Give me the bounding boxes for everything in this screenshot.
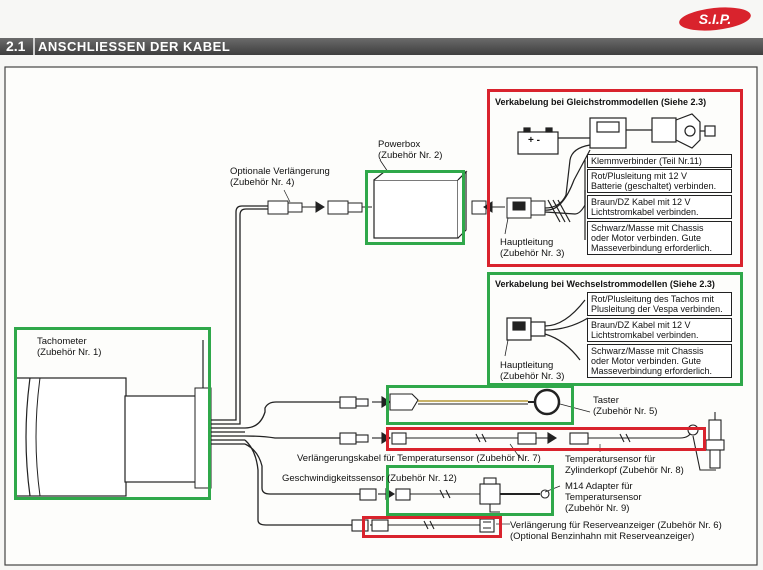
ext-optional-acc-label: (Zubehör Nr. 4) [230, 177, 295, 188]
speed-sensor-highlight-frame [386, 465, 554, 516]
reserve-label: Verlängerung für Reserveanzeiger (Zubehö… [510, 520, 722, 531]
main-lead-label: Hauptleitung [500, 237, 554, 248]
ac-panel-wiring [504, 299, 589, 361]
dc-red-line1: Rot/Plusleitung mit 12 V [591, 171, 688, 181]
main-lead-2-acc-label: (Zubehör Nr. 3) [500, 371, 565, 382]
powerbox-highlight-frame [365, 170, 465, 245]
dc-highlight-frame [487, 89, 743, 267]
dc-black-line3: Masseverbindung erforderlich. [591, 243, 713, 253]
section-header-bar [0, 38, 763, 55]
temp-ext-label: Verlängerungskabel für Temperatursensor … [297, 453, 541, 464]
logo-text: S.I.P. [699, 11, 731, 27]
powerbox-to-main-lead [471, 197, 546, 235]
taster-acc-label: (Zubehör Nr. 5) [593, 406, 658, 417]
reserve-label-2: (Optional Benzinhahn mit Reserveanzeiger… [510, 531, 695, 542]
ac-black-line2: oder Motor verbinden. Gute [591, 356, 702, 366]
main-lead-acc-label: (Zubehör Nr. 3) [500, 248, 565, 259]
temperature-highlight-frame [386, 427, 706, 451]
section-number: 2.1 [6, 38, 26, 54]
taster-cable [339, 388, 561, 416]
sip-logo: S.I.P. [679, 7, 751, 31]
taster-highlight-frame [386, 385, 574, 425]
m14-label-2: Temperatursensor [565, 492, 642, 503]
section-separator [33, 38, 35, 55]
m14-label: M14 Adapter für [565, 481, 633, 492]
speed-sensor-label: Geschwindigkeitssensor (Zubehör Nr. 12) [282, 473, 457, 484]
dc-black-line2: oder Motor verbinden. Gute [591, 233, 702, 243]
dc-black-line1: Schwarz/Masse mit Chassis [591, 223, 704, 233]
main-lead-2-label: Hauptleitung [500, 360, 554, 371]
ac-red-line1: Rot/Plusleitung des Tachos mit [591, 294, 714, 304]
section-title: ANSCHLIESSEN DER KABEL [38, 39, 231, 54]
dc-clamp-text: Klemmverbinder (Teil Nr.11) [591, 156, 702, 166]
ac-highlight-frame [487, 272, 743, 386]
optional-extension-connectors [267, 200, 372, 215]
dc-clamp-note: Klemmverbinder (Teil Nr.11) [587, 154, 732, 168]
battery-sign: + - [528, 135, 540, 146]
dc-panel-title: Verkabelung bei Gleichstrommodellen (Sie… [495, 97, 707, 107]
ac-panel-title: Verkabelung bei Wechselstrommodellen (Si… [495, 279, 715, 289]
speed-sensor-cable [359, 477, 550, 513]
reserve-highlight-frame [362, 516, 502, 538]
dc-panel-wiring [517, 113, 716, 240]
powerbox-acc-label: (Zubehör Nr. 2) [378, 150, 443, 161]
temp-sensor-label: Temperatursensor für [565, 454, 656, 465]
ac-red-line2: Plusleitung der Vespa verbinden. [591, 304, 723, 314]
dc-brown-line1: Braun/DZ Kabel mit 12 V [591, 197, 691, 207]
dc-brown-line2: Lichtstromkabel verbinden. [591, 207, 699, 217]
ac-black-line3: Masseverbindung erforderlich. [591, 366, 713, 376]
ac-brown-line1: Braun/DZ Kabel mit 12 V [591, 320, 691, 330]
taster-label: Taster [593, 395, 619, 406]
ext-optional-label: Optionale Verlängerung [230, 166, 330, 177]
tachometer-acc-label: (Zubehör Nr. 1) [37, 347, 102, 358]
dc-red-line2: Batterie (geschaltet) verbinden. [591, 181, 717, 191]
reserve-cable [351, 518, 495, 533]
m14-label-3: (Zubehör Nr. 9) [565, 503, 630, 514]
tachometer-label: Tachometer [37, 336, 87, 347]
temp-sensor-label-2: Zylinderkopf (Zubehör Nr. 8) [565, 465, 684, 476]
ac-black-line1: Schwarz/Masse mit Chassis [591, 346, 704, 356]
main-trunk-cables [211, 205, 360, 526]
tachometer-highlight-frame [14, 327, 211, 500]
powerbox-label: Powerbox [378, 139, 421, 150]
tachometer-graphic [15, 340, 212, 497]
ac-brown-line2: Lichtstromkabel verbinden. [591, 330, 699, 340]
